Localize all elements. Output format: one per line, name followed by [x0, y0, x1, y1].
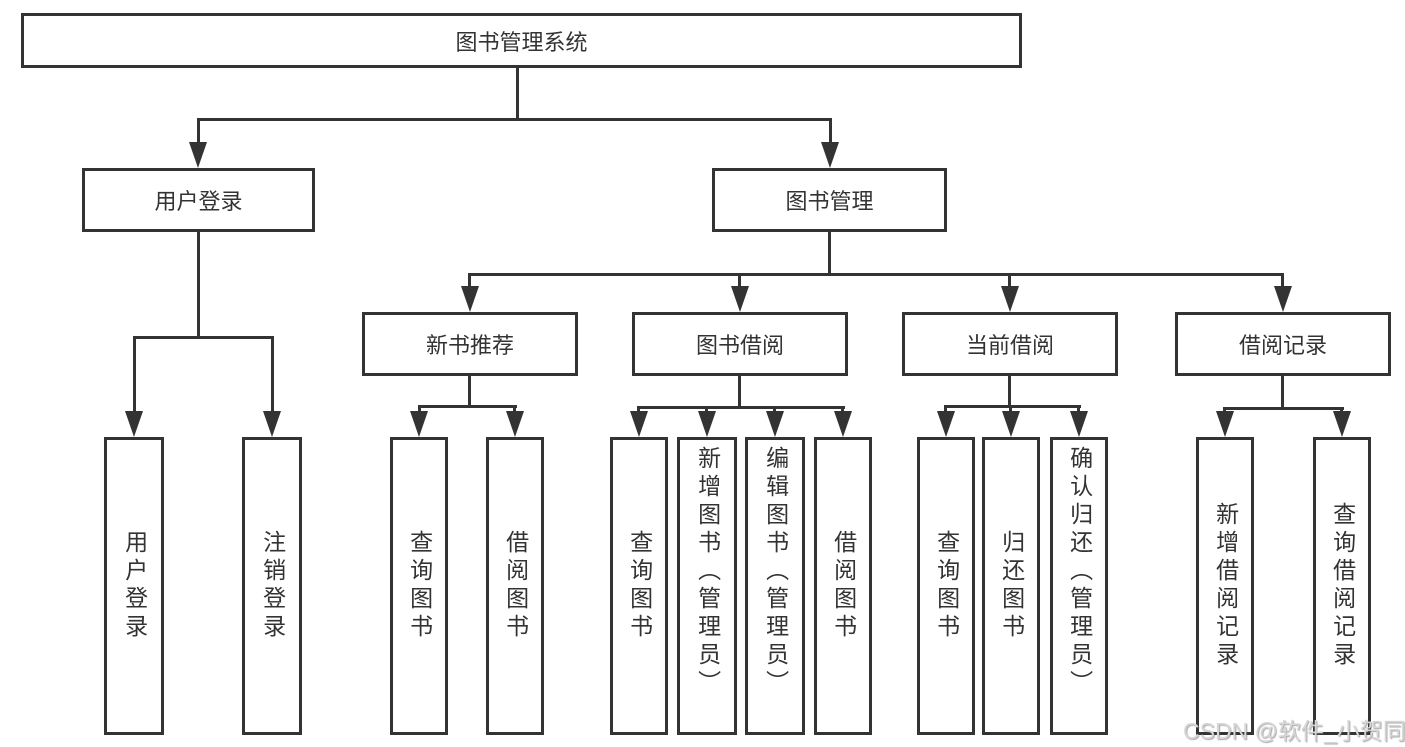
node-current-borrow: 当前借阅 — [902, 312, 1118, 376]
leaf-query-books-2-label: 查询图书 — [626, 530, 653, 642]
leaf-return-book: 归还图书 — [982, 437, 1040, 735]
arrow-g3-leaf2 — [698, 411, 716, 437]
connector-g5-leaf1-drop — [1223, 407, 1226, 413]
connector-leaf-user-login-drop — [133, 336, 136, 412]
leaf-query-books-2: 查询图书 — [610, 437, 668, 735]
leaf-query-books-1: 查询图书 — [390, 437, 448, 735]
node-user-login-label: 用户登录 — [154, 189, 243, 214]
arrow-current-borrow — [1001, 286, 1019, 312]
connector-borrow-records-drop — [1281, 273, 1284, 289]
leaf-confirm-return-admin: 确认归还（管理员） — [1050, 437, 1108, 735]
connector-root-stem — [516, 66, 519, 118]
leaf-add-borrow-record-label: 新增借阅记录 — [1212, 502, 1239, 670]
connector-book-borrow-drop — [738, 273, 741, 289]
node-book-borrow-label: 图书借阅 — [695, 333, 784, 358]
connector-g3-leaf3-drop — [773, 406, 776, 413]
connector-book-management-stem — [828, 232, 831, 276]
connector-new-book-branch — [418, 405, 517, 408]
arrow-leaf-logout — [263, 411, 281, 437]
arrow-g3-leaf1 — [630, 411, 648, 437]
node-new-book-recommend-label: 新书推荐 — [425, 333, 514, 358]
connector-new-book-stem — [468, 376, 471, 407]
connector-g3-leaf1-drop — [637, 406, 640, 413]
arrow-g2-leaf2 — [506, 411, 524, 437]
connector-current-borrow-branch — [944, 405, 1081, 408]
arrow-g3-leaf4 — [834, 411, 852, 437]
connector-current-borrow-drop — [1008, 273, 1011, 289]
connector-g2-leaf2-drop — [513, 405, 516, 413]
leaf-user-login-label: 用户登录 — [121, 530, 148, 642]
leaf-confirm-return-admin-label: 确认归还（管理员） — [1066, 446, 1093, 698]
leaf-logout: 注销登录 — [242, 437, 302, 735]
node-new-book-recommend: 新书推荐 — [362, 312, 578, 376]
node-borrow-records-label: 借阅记录 — [1238, 333, 1327, 358]
connector-g3-leaf4-drop — [841, 406, 844, 413]
leaf-edit-book-admin: 编辑图书（管理员） — [745, 437, 805, 735]
csdn-watermark: CSDN @软件_小贺同学 — [1183, 718, 1405, 744]
connector-root-branch — [197, 118, 832, 121]
leaf-edit-book-admin-label: 编辑图书（管理员） — [762, 446, 789, 698]
connector-current-borrow-stem — [1008, 376, 1011, 407]
connector-g4-leaf1-drop — [944, 405, 947, 413]
connector-borrow-records-branch — [1223, 407, 1344, 410]
connector-borrow-records-stem — [1281, 376, 1284, 409]
leaf-add-book-admin-label: 新增图书（管理员） — [694, 446, 721, 698]
arrow-borrow-records — [1274, 286, 1292, 312]
leaf-add-borrow-record: 新增借阅记录 — [1196, 437, 1254, 735]
connector-user-login-drop — [197, 118, 200, 144]
leaf-borrow-books-1-label: 借阅图书 — [502, 530, 529, 642]
arrow-book-management — [821, 142, 839, 168]
node-book-borrow: 图书借阅 — [632, 312, 848, 376]
node-user-login: 用户登录 — [82, 168, 315, 232]
leaf-user-login: 用户登录 — [104, 437, 164, 735]
connector-book-management-drop — [829, 118, 832, 144]
arrow-book-borrow — [731, 286, 749, 312]
node-library-system: 图书管理系统 — [21, 13, 1022, 68]
arrow-user-login — [189, 142, 207, 168]
node-borrow-records: 借阅记录 — [1175, 312, 1391, 376]
leaf-borrow-books-2: 借阅图书 — [814, 437, 872, 735]
node-book-management-label: 图书管理 — [785, 189, 874, 214]
connector-g2-leaf1-drop — [418, 405, 421, 413]
node-book-management: 图书管理 — [712, 168, 947, 232]
leaf-query-books-1-label: 查询图书 — [406, 530, 433, 642]
leaf-logout-label: 注销登录 — [259, 530, 286, 642]
leaf-query-borrow-record-label: 查询借阅记录 — [1329, 502, 1356, 670]
connector-book-borrow-stem — [738, 376, 741, 408]
connector-leaf-logout-drop — [271, 336, 274, 412]
connector-book-management-branch — [468, 273, 1284, 276]
arrow-g4-leaf3 — [1070, 411, 1088, 437]
connector-book-borrow-branch — [638, 406, 845, 409]
arrow-new-book-recommend — [461, 286, 479, 312]
arrow-g2-leaf1 — [410, 411, 428, 437]
leaf-borrow-books-1: 借阅图书 — [486, 437, 544, 735]
connector-user-login-branch — [133, 336, 274, 339]
arrow-g3-leaf3 — [766, 411, 784, 437]
leaf-add-book-admin: 新增图书（管理员） — [677, 437, 737, 735]
leaf-query-borrow-record: 查询借阅记录 — [1313, 437, 1371, 735]
connector-user-login-stem — [197, 232, 200, 336]
leaf-return-book-label: 归还图书 — [998, 530, 1025, 642]
node-library-system-label: 图书管理系统 — [455, 29, 588, 55]
arrow-g5-leaf1 — [1216, 411, 1234, 437]
node-current-borrow-label: 当前借阅 — [965, 333, 1054, 358]
connector-g3-leaf2-drop — [705, 406, 708, 413]
leaf-borrow-books-2-label: 借阅图书 — [830, 530, 857, 642]
connector-new-book-drop — [468, 273, 471, 289]
connector-g5-leaf2-drop — [1340, 407, 1343, 413]
connector-g4-leaf2-drop — [1009, 405, 1012, 413]
arrow-g4-leaf1 — [937, 411, 955, 437]
arrow-leaf-user-login — [125, 411, 143, 437]
leaf-query-books-3: 查询图书 — [917, 437, 975, 735]
connector-g4-leaf3-drop — [1077, 405, 1080, 413]
arrow-g4-leaf2 — [1002, 411, 1020, 437]
arrow-g5-leaf2 — [1333, 411, 1351, 437]
leaf-query-books-3-label: 查询图书 — [933, 530, 960, 642]
